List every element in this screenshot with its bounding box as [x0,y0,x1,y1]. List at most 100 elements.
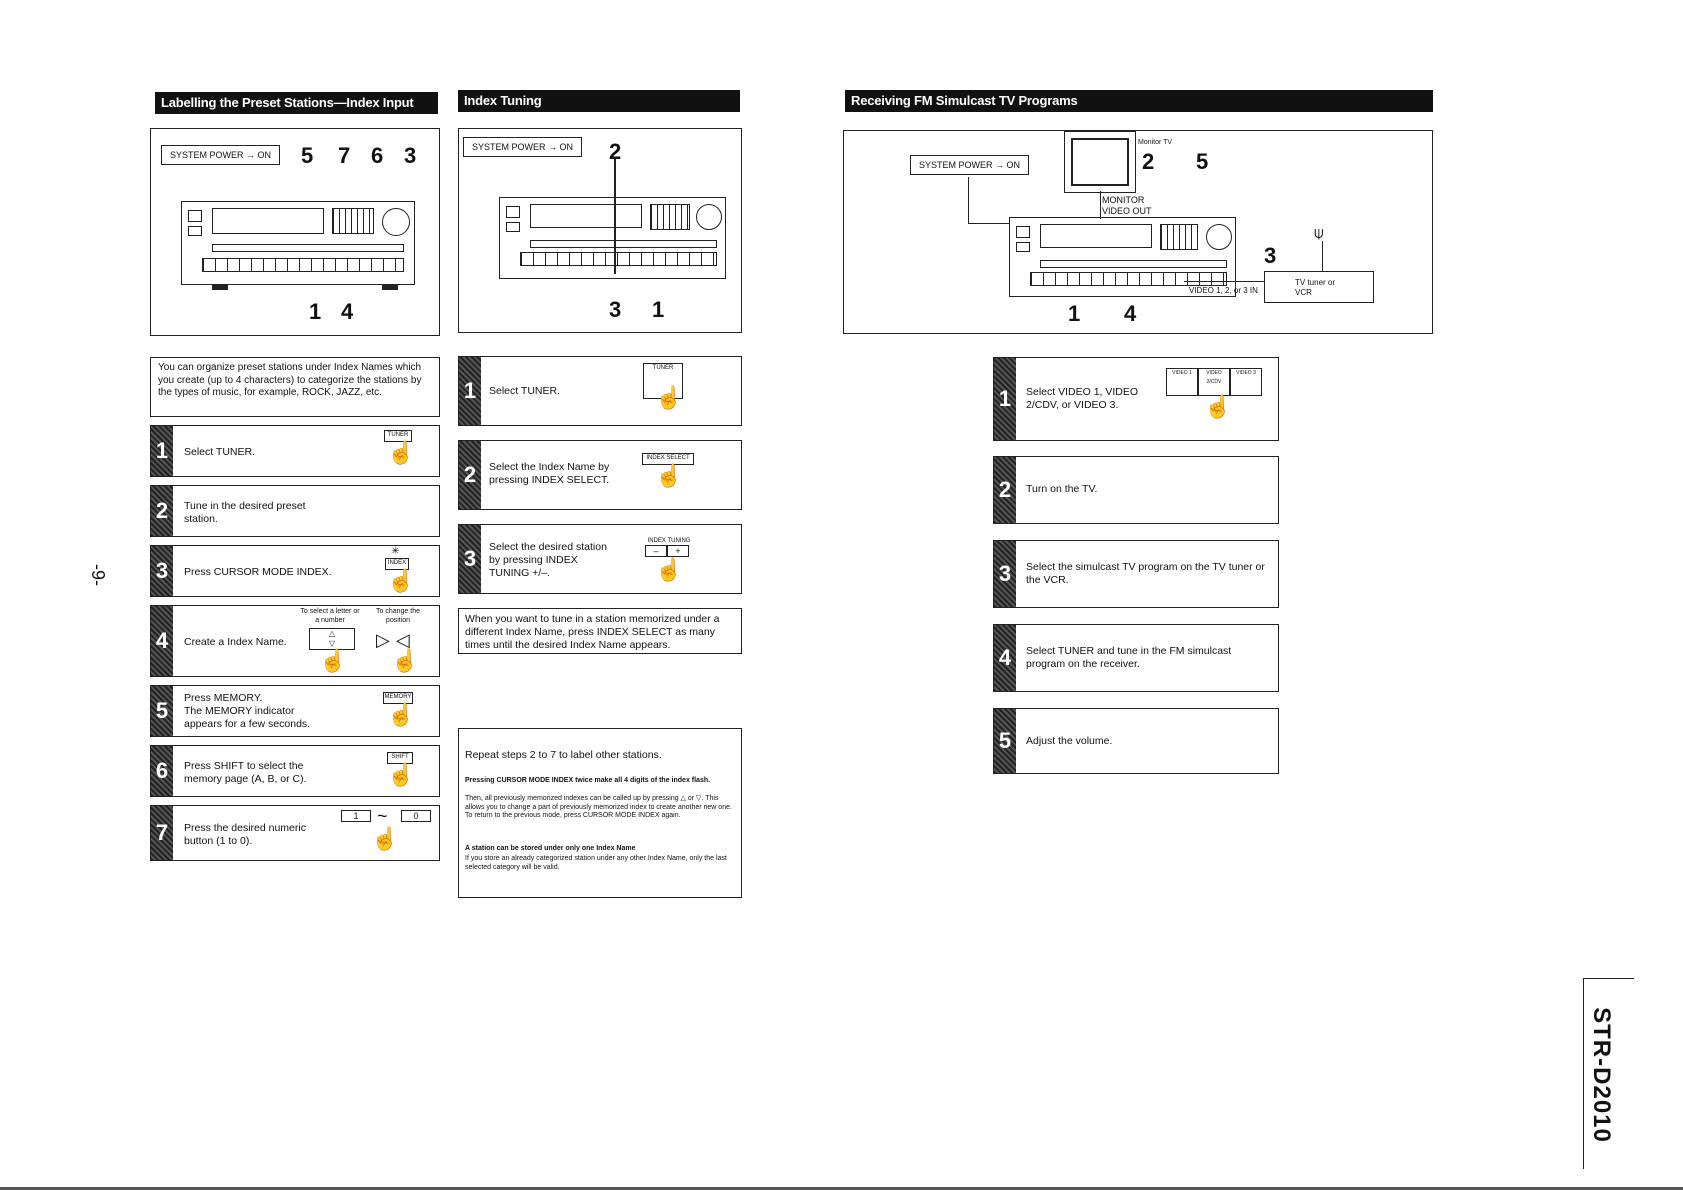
tilde-range: ~ [377,806,388,826]
system-power-label: SYSTEM POWER → ON [463,137,583,157]
numeric-button-1: 1 [341,810,371,822]
callout: 2 [1142,149,1155,174]
tuner-button: TUNER [643,363,683,399]
pointing-hand-icon: ☝ [371,826,399,851]
step-text: Press MEMORY. The MEMORY indicator appea… [184,692,311,730]
index-tuning-diagram: SYSTEM POWER → ON 2 3 1 [458,128,742,333]
index-tuning-label: INDEX TUNING [647,538,691,544]
receiver-illustration [181,201,415,290]
up-down-button-icon: △▽ [309,628,355,650]
labelling-step-7: 7 Press the desired numeric button (1 to… [150,805,440,861]
labelling-step-2: 2 Tune in the desired preset station. [150,485,440,537]
model-label: STR-D2010 [1588,1007,1615,1143]
callout: 4 [341,299,354,324]
callout: 6 [371,143,384,168]
step-text: Press SHIFT to select the memory page (A… [184,760,307,785]
step-number: 7 [151,806,173,860]
step-text: Turn on the TV. [1026,483,1098,495]
note2-body: If you store an already categorized stat… [465,855,727,871]
callout: 1 [309,299,322,324]
pointing-hand-icon: ☝ [387,568,415,593]
step-number: 2 [459,441,481,509]
step-number: 3 [459,525,481,593]
step-text: Press the desired numeric button (1 to 0… [184,822,306,847]
pointing-hand-icon: ☝ [319,648,347,673]
index-tip: When you want to tune in a station memor… [458,608,742,654]
pointing-hand-icon: ☝ [655,385,683,410]
monitor-tv-icon [1064,131,1136,193]
pointing-hand-icon: ☝ [655,557,683,582]
repeat-text: Repeat steps 2 to 7 to label other stati… [465,749,662,761]
step-number: 3 [994,541,1016,607]
callout: 1 [652,297,665,322]
note1-title: Pressing CURSOR MODE INDEX twice make al… [465,777,711,784]
step-text: Select the desired station by pressing I… [489,541,607,579]
pointing-hand-icon: ☝ [387,702,415,727]
labelling-step-3: 3 Press CURSOR MODE INDEX. ✳ INDEX ☝ [150,545,440,597]
labelling-step-1: 1 Select TUNER. TUNER ☝ [150,425,440,477]
section-title-index-tuning: Index Tuning [458,90,740,112]
step-number: 1 [459,357,481,425]
simulcast-step-2: 2 Turn on the TV. [993,456,1279,524]
simulcast-step-5: 5 Adjust the volume. [993,708,1279,774]
section-title-simulcast: Receiving FM Simulcast TV Programs [845,90,1433,112]
simulcast-step-4: 4 Select TUNER and tune in the FM simulc… [993,624,1279,692]
index-step-3: 3 Select the desired station by pressing… [458,524,742,594]
step-number: 2 [151,486,173,536]
step-number: 6 [151,746,173,796]
index-tuning-plus: + [667,545,689,557]
page-number: -9- [88,564,108,586]
callout: 5 [301,143,314,168]
monitor-tv-label: Monitor TV [1138,139,1173,146]
note-change-position: To change the position [376,608,420,624]
note2-title: A station can be stored under only one I… [465,845,636,852]
receiver-illustration [499,197,726,279]
note1-body: Then, all previously memorized indexes c… [465,795,732,819]
video1-button: VIDEO 1 [1166,368,1198,396]
video-in-label: VIDEO 1, 2, or 3 IN [1189,286,1258,295]
step-number: 1 [994,358,1016,440]
labelling-step-4: 4 Create a Index Name. To select a lette… [150,605,440,677]
labelling-step-6: 6 Press SHIFT to select the memory page … [150,745,440,797]
step-number: 2 [994,457,1016,523]
callout: 2 [609,139,622,164]
monitor-video-out-label: MONITOR VIDEO OUT [1102,195,1152,216]
bottom-rule [0,1187,1683,1190]
callout: 4 [1124,301,1137,326]
step-text: Select the Index Name by pressing INDEX … [489,461,610,486]
step-number: 5 [994,709,1016,773]
left-right-buttons-icon: ▷◁ [376,630,416,650]
shift-button: SHIFT [387,752,413,764]
step-number: 3 [151,546,173,596]
index-tuning-minus: – [645,545,667,557]
step-number: 1 [151,426,173,476]
labelling-diagram: SYSTEM POWER → ON 5 7 6 3 1 4 [150,128,440,336]
tv-tuner-box: TV tuner or VCR [1264,271,1374,303]
step-number: 5 [151,686,173,736]
step-text: Select the simulcast TV program on the T… [1026,561,1265,586]
callout: 5 [1196,149,1209,174]
step-number: 4 [151,606,173,676]
step-text: Select TUNER. [489,385,560,397]
callout: 3 [404,143,417,168]
index-step-1: 1 Select TUNER. TUNER ☝ [458,356,742,426]
pointing-hand-icon: ☝ [387,762,415,787]
labelling-step-5: 5 Press MEMORY. The MEMORY indicator app… [150,685,440,737]
pointing-hand-icon: ☝ [387,440,415,465]
step-text: Select TUNER and tune in the FM simulcas… [1026,645,1232,670]
index-step-2: 2 Select the Index Name by pressing INDE… [458,440,742,510]
video3-button: VIDEO 3 [1230,368,1262,396]
model-label-frame [1583,978,1634,1169]
video2-button: VIDEO 2/CDV [1198,368,1230,396]
step-text: Tune in the desired preset station. [184,500,306,525]
antenna-icon: ⍦ [1314,225,1324,242]
callout: 3 [1264,243,1277,268]
repeat-notes-box: Repeat steps 2 to 7 to label other stati… [458,728,742,898]
step-text: Select TUNER. [184,446,255,458]
section-title-labelling: Labelling the Preset Stations—Index Inpu… [155,92,438,114]
pointing-hand-icon: ☝ [391,648,419,673]
simulcast-diagram: SYSTEM POWER → ON Monitor TV MONITOR VID… [843,130,1433,334]
labelling-intro: You can organize preset stations under I… [150,357,440,417]
receiver-illustration [1009,217,1236,297]
step-text: Press CURSOR MODE INDEX. [184,566,332,578]
